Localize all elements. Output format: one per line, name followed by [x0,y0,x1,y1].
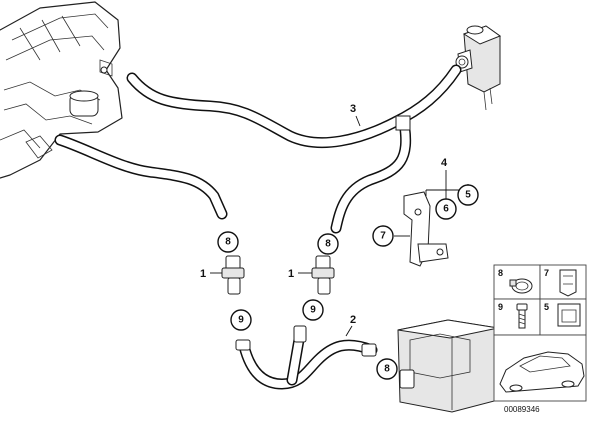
svg-text:9: 9 [310,305,316,316]
bubble-bracket-six: 6 [435,198,457,220]
bubble-bracket-seven: 7 [372,225,394,247]
left-connector [221,255,245,295]
label-left-connector: 1 [200,268,206,280]
lower-hose [235,325,378,390]
svg-text:7: 7 [380,231,386,242]
clip-icon [557,303,581,327]
bubble-center-lower: 9 [302,299,324,321]
hose-bracket [403,191,449,267]
control-valve [455,25,502,111]
screw-icon [516,303,528,329]
legend-cell-a: 8 [498,268,503,278]
label-main-hose: 3 [350,103,356,115]
svg-text:5: 5 [465,190,471,201]
svg-text:9: 9 [238,315,244,326]
clamp-icon [509,278,533,294]
label-center-connector: 1 [288,268,294,280]
parts-legend: 8 7 9 5 [493,264,587,402]
label-lower-hose: 2 [350,314,356,326]
legend-cell-d: 5 [544,302,549,312]
bubble-bracket-five: 5 [457,184,479,206]
engine-block [0,1,123,179]
center-connector [311,255,335,295]
legend-cell-c: 9 [498,302,503,312]
reference-number: 00089346 [504,405,540,414]
svg-text:8: 8 [325,239,331,250]
bubble-right-lower: 8 [376,358,398,380]
svg-text:8: 8 [384,364,390,375]
svg-text:8: 8 [225,237,231,248]
coolant-tank [397,319,499,413]
bubble-left-lower: 9 [230,309,252,331]
legend-cell-b: 7 [544,268,549,278]
engine-outlet-hose [54,134,228,220]
holder-icon [559,269,577,297]
main-hose [126,64,462,234]
svg-text:6: 6 [443,204,449,215]
bubble-center-upper: 8 [317,233,339,255]
car-silhouette-icon [499,351,585,393]
bubble-left-upper: 8 [217,231,239,253]
label-bracket-group: 4 [441,157,448,169]
